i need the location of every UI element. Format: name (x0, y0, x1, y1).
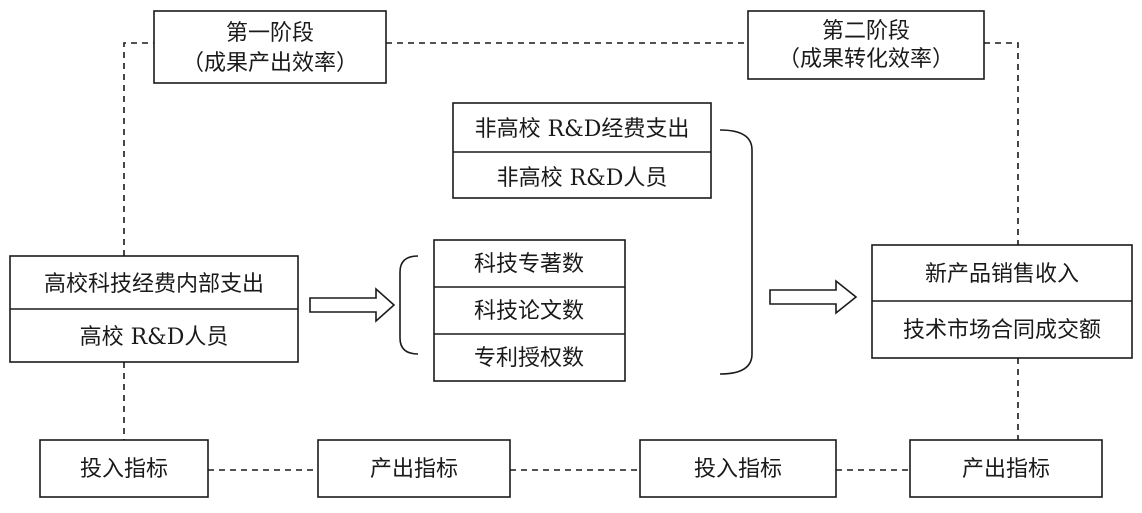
input-university-rd-staff: 高校 R&D人员 (80, 325, 229, 350)
stage1-title: 第一阶段 (226, 21, 314, 46)
intermediate-outputs-box: 科技专著数 科技论文数 专利授权数 (433, 239, 626, 382)
output-papers: 科技论文数 (474, 299, 584, 324)
stage1-subtitle: （成果产出效率） (182, 51, 358, 76)
input-nonuniversity-funding: 非高校 R&D经费支出 (475, 117, 690, 142)
right-brace (719, 129, 753, 375)
left-brace (399, 255, 419, 355)
output-tech-contract-value: 技术市场合同成交额 (903, 318, 1101, 343)
output-monographs: 科技专著数 (474, 252, 584, 277)
indicator-input-2: 投入指标 (639, 439, 837, 498)
final-outputs-box: 新产品销售收入 技术市场合同成交额 (871, 244, 1133, 359)
output-patents: 专利授权数 (474, 346, 584, 371)
stage2-subtitle: （成果转化效率） (778, 47, 954, 72)
input-university-funding: 高校科技经费内部支出 (44, 272, 264, 297)
stage2-title: 第二阶段 (822, 19, 910, 44)
stage1-inputs-box: 高校科技经费内部支出 高校 R&D人员 (9, 255, 299, 363)
indicator-input-2-label: 投入指标 (694, 457, 782, 482)
dashed-connectors (123, 42, 1019, 471)
stage2-label: 第二阶段 （成果转化效率） (747, 10, 985, 80)
indicator-output-2-label: 产出指标 (962, 457, 1050, 482)
arrow-right-icon-2 (769, 279, 858, 315)
indicator-input-1: 投入指标 (39, 439, 209, 498)
output-new-product-sales: 新产品销售收入 (925, 262, 1079, 287)
stage1-label: 第一阶段 （成果产出效率） (153, 10, 387, 84)
input-nonuniversity-staff: 非高校 R&D人员 (497, 166, 668, 191)
dashed-link-stage2-top (984, 42, 1019, 245)
indicator-output-1-label: 产出指标 (370, 457, 458, 482)
indicator-input-1-label: 投入指标 (80, 457, 168, 482)
indicator-output-2: 产出指标 (909, 439, 1103, 498)
dashed-link-stage1-top (123, 42, 154, 256)
indicator-output-1: 产出指标 (317, 439, 511, 498)
extra-inputs-box: 非高校 R&D经费支出 非高校 R&D人员 (452, 102, 712, 199)
arrow-right-icon (309, 287, 396, 323)
